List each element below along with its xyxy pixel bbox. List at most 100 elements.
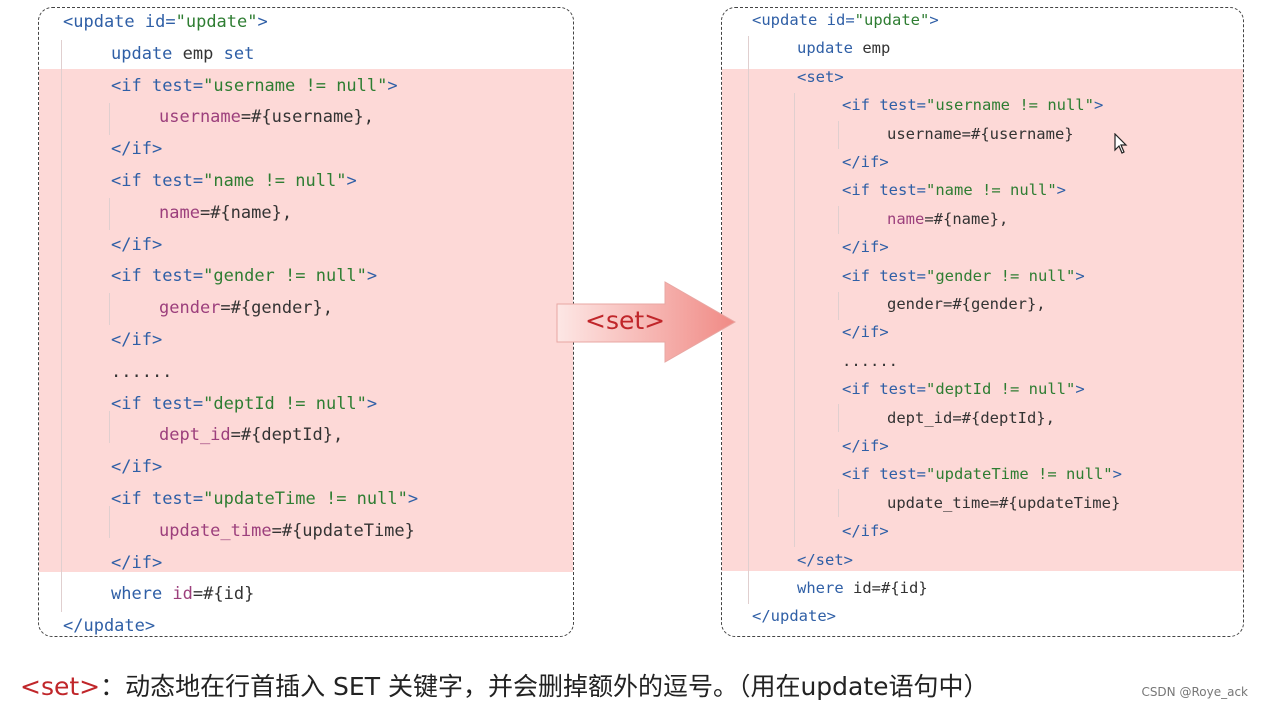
code-token: emp [182, 43, 224, 64]
code-token: emp [862, 39, 891, 58]
code-line: <if test="updateTime != null"> [842, 467, 1122, 483]
code-token: id=#{id} [853, 579, 928, 597]
code-line: </if> [842, 325, 889, 341]
code-token: "username != null" [203, 75, 388, 96]
code-token: "update" [175, 12, 258, 32]
code-line: </if> [842, 523, 889, 540]
code-line: ...... [111, 361, 173, 382]
code-token: "gender != null" [203, 266, 367, 287]
code-token: id= [826, 11, 855, 29]
code-line: name=#{name}, [159, 202, 293, 223]
code-token: > [346, 171, 357, 191]
indent-guide [109, 293, 110, 325]
code-token: =#{username}, [240, 107, 374, 128]
code-line: </if> [111, 236, 162, 254]
code-token: name [159, 202, 200, 223]
code-token: username=#{username} [887, 124, 1074, 143]
code-line: <if test="updateTime != null"> [111, 491, 418, 508]
code-panel-before: <update id="update"> update emp set <if te… [38, 7, 574, 637]
code-token: test= [879, 266, 926, 285]
highlight-block [722, 69, 1243, 571]
code-line: <if test="name != null"> [111, 173, 357, 190]
code-token: </if> [842, 437, 889, 455]
code-line: username=#{username}, [159, 109, 374, 126]
code-token: =#{id} [192, 584, 255, 605]
code-line: <set> [797, 67, 844, 86]
code-line: update_time=#{updateTime} [159, 520, 415, 541]
code-token: </if> [842, 323, 889, 342]
code-token: gender=#{gender}, [887, 295, 1046, 313]
code-token: > [1075, 380, 1085, 399]
code-line: </if> [111, 552, 163, 573]
caption-tag: <set> [20, 672, 101, 701]
transform-arrow-icon [556, 281, 737, 363]
caption-text: ：动态地在行首插入 SET 关键字，并会删掉额外的逗号。（用在update语句中… [100, 672, 989, 701]
code-panel-after: <update id="update"> update emp <set> <if t… [721, 7, 1244, 637]
arrow-label: <set> [585, 306, 666, 335]
code-token: "deptId != null" [203, 393, 367, 414]
code-token: "deptId != null" [926, 380, 1076, 399]
code-token: test= [151, 171, 204, 191]
code-line: <if test="deptId != null"> [842, 380, 1085, 399]
code-token: update_time=#{updateTime} [887, 493, 1121, 512]
code-token: dept_id [159, 425, 231, 446]
code-token: test= [151, 393, 204, 414]
indent-guide [838, 404, 839, 432]
code-line: <if test="gender != null"> [111, 268, 377, 285]
code-line: where id=#{id} [111, 586, 254, 603]
indent-guide [109, 411, 110, 443]
code-line: <if test="name != null"> [842, 183, 1066, 199]
code-line: </if> [111, 141, 162, 158]
code-token: > [929, 11, 939, 29]
code-token: ...... [842, 351, 898, 370]
code-token: <if [111, 171, 152, 191]
code-line: username=#{username} [887, 124, 1074, 143]
code-token: <if [842, 181, 880, 200]
code-token: </if> [111, 139, 163, 160]
code-token: </if> [111, 457, 163, 478]
code-token: > [407, 489, 419, 509]
code-line: </if> [842, 238, 889, 257]
code-token: > [366, 266, 378, 287]
code-token: "update" [854, 11, 930, 29]
indent-guide [109, 198, 110, 230]
code-token: name [887, 209, 925, 228]
code-token: "updateTime != null" [926, 465, 1113, 484]
code-token: </update> [752, 607, 836, 626]
code-token: <set> [797, 67, 844, 86]
code-line: update emp [797, 41, 890, 57]
code-token: </if> [842, 238, 889, 257]
code-line: <update id="update"> [63, 14, 268, 31]
code-line: <update id="update"> [752, 11, 939, 29]
code-token: =#{gender}, [220, 298, 334, 319]
code-line: </update> [752, 609, 836, 625]
indent-guide [838, 489, 839, 517]
indent-guide [109, 103, 110, 135]
code-token: </if> [111, 552, 163, 573]
code-token: dept_id=#{deptId}, [887, 408, 1055, 427]
code-line: update emp set [111, 43, 254, 64]
code-token: "name != null" [926, 181, 1057, 200]
indent-guide [794, 93, 795, 547]
code-token: "updateTime != null" [203, 489, 408, 509]
code-token: update [797, 39, 863, 58]
code-token: update_time [159, 520, 272, 541]
code-token: username [159, 107, 241, 128]
caption: <set>：动态地在行首插入 SET 关键字，并会删掉额外的逗号。（用在upda… [20, 667, 989, 703]
code-token: <if [111, 393, 152, 414]
code-line: </if> [842, 154, 889, 171]
code-token: <if [842, 96, 880, 115]
code-line: <if test="deptId != null"> [111, 393, 377, 414]
code-token: =#{name}, [199, 202, 293, 223]
mouse-pointer-icon [1114, 133, 1128, 154]
indent-guide [109, 506, 110, 538]
code-line: update_time=#{updateTime} [887, 493, 1121, 512]
code-line: </set> [797, 552, 853, 569]
code-token: <if [842, 465, 880, 484]
code-token: </update> [63, 616, 156, 637]
code-token: test= [879, 96, 926, 115]
code-token: ...... [111, 361, 173, 382]
code-line: dept_id=#{deptId}, [887, 408, 1055, 427]
code-token: id [172, 584, 193, 605]
code-token: <if [111, 266, 152, 287]
